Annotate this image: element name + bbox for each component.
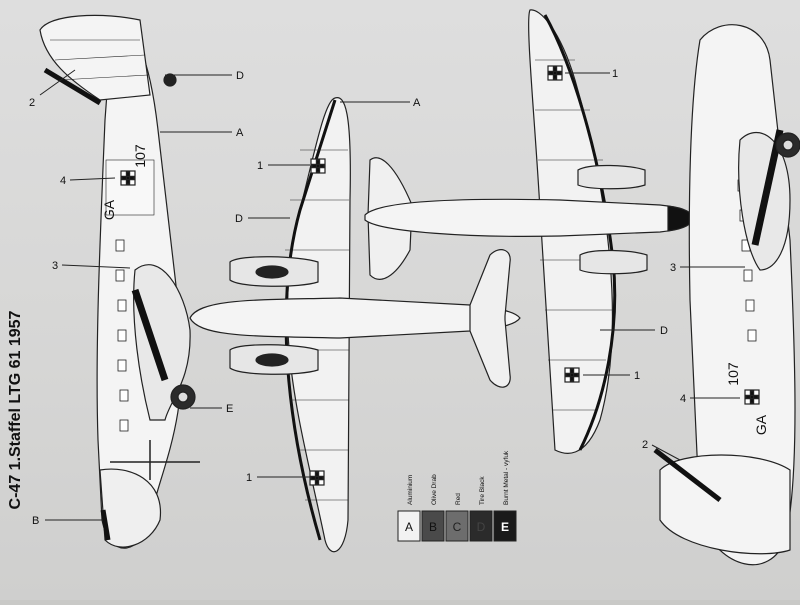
legend-item-d: D Tire Black	[469, 476, 493, 542]
left-code-ga: GA	[101, 199, 117, 220]
right-code-num: 107	[725, 362, 741, 386]
left-code-num: 107	[132, 144, 148, 168]
bottom-view-plane	[364, 9, 694, 454]
callout-3-right: 3	[670, 262, 676, 274]
legend-item-e: E Burnt Metal - vyfuk	[493, 450, 517, 542]
legend-letter: A	[405, 520, 413, 534]
legend-label: Olive Drab	[431, 474, 438, 505]
legend-label: Red	[455, 493, 462, 505]
callout-2-right: 2	[642, 439, 648, 451]
callout-1-top-b: 1	[246, 472, 252, 484]
left-side-profile	[39, 14, 200, 549]
callout-4-right: 4	[680, 393, 686, 405]
callout-a-left: A	[236, 127, 244, 139]
legend-letter: D	[477, 520, 486, 534]
callout-1-bottom-a: 1	[612, 68, 618, 80]
legend-label: Aluminium	[407, 475, 414, 505]
legend-item-a: A Aluminium	[397, 475, 421, 542]
top-view-plane	[189, 97, 521, 553]
right-side-profile	[653, 24, 800, 566]
callout-d-top: D	[235, 213, 243, 225]
callout-d-left: D	[236, 70, 244, 82]
callout-2-left: 2	[29, 97, 35, 109]
right-code-ga: GA	[753, 414, 769, 435]
callout-1-top-a: 1	[257, 160, 263, 172]
legend-letter: E	[501, 520, 509, 534]
callout-3-left: 3	[52, 260, 58, 272]
color-legend: A Aluminium B Olive Drab C Red D Tire Bl…	[397, 450, 517, 542]
legend-label: Burnt Metal - vyfuk	[503, 450, 510, 505]
leader-lines	[39, 69, 745, 521]
legend-item-b: B Olive Drab	[421, 474, 445, 542]
legend-letter: C	[453, 520, 462, 534]
callout-d-bottom: D	[660, 325, 668, 337]
callout-4-left: 4	[60, 175, 66, 187]
callout-1-bottom-b: 1	[634, 370, 640, 382]
callout-e-left: E	[226, 403, 233, 415]
legend-item-c: C Red	[445, 493, 469, 542]
page-title: C-47 1.Staffel LTG 61 1957	[7, 310, 24, 509]
callout-b-left: B	[32, 515, 39, 527]
legend-label: Tire Black	[479, 476, 486, 505]
legend-letter: B	[429, 520, 437, 534]
callout-a-top: A	[413, 97, 421, 109]
